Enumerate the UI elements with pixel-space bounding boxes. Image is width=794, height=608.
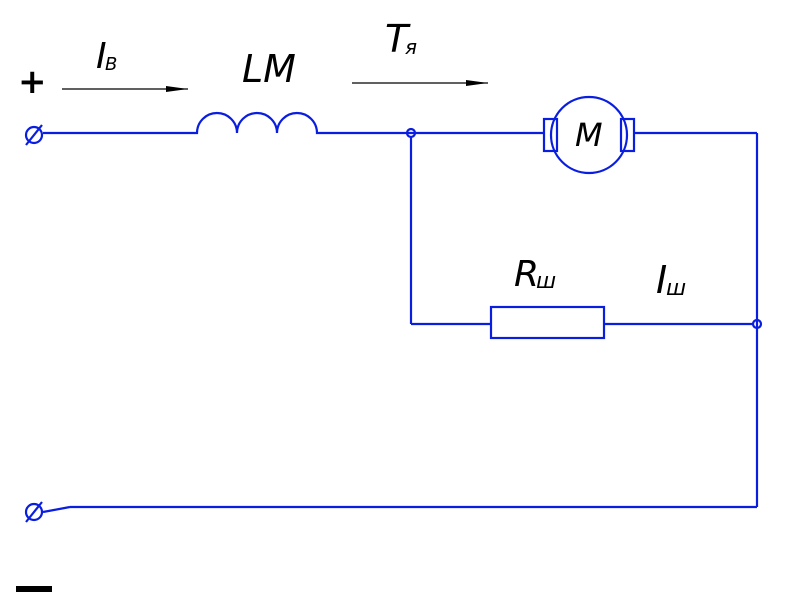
junction-node-top (405, 127, 417, 139)
excitation-current-symbol: I (96, 36, 107, 77)
shunt-resistor (489, 305, 606, 340)
shunt-resistor-symbol: R (514, 254, 539, 295)
motor-symbol: M (542, 95, 636, 175)
shunt-current-label: I ш (656, 258, 686, 302)
armature-current-label: T я (385, 17, 417, 61)
circuit-wires (42, 131, 759, 514)
excitation-current-label: I В (96, 36, 117, 77)
shunt-resistor-subscript: ш (536, 269, 556, 294)
excitation-current-arrow (62, 86, 188, 92)
shunt-current-symbol: I (656, 258, 667, 302)
motor-label: M (575, 116, 603, 154)
negative-sign (16, 586, 52, 592)
negative-terminal (16, 501, 52, 592)
excitation-current-subscript: В (105, 54, 117, 75)
shunt-current-subscript: ш (666, 276, 686, 301)
positive-sign: + (18, 62, 47, 102)
positive-terminal: + (18, 62, 47, 146)
field-winding-label: LM (242, 47, 296, 91)
armature-current-subscript: я (405, 35, 417, 59)
armature-current-symbol: T (385, 17, 411, 61)
field-winding-coil (43, 111, 323, 135)
terminal-clamp-icon (24, 124, 44, 146)
shunt-resistor-label: R ш (514, 254, 556, 295)
junction-node-right (751, 318, 763, 330)
armature-current-arrow (352, 80, 488, 86)
terminal-clamp-icon (24, 501, 44, 523)
